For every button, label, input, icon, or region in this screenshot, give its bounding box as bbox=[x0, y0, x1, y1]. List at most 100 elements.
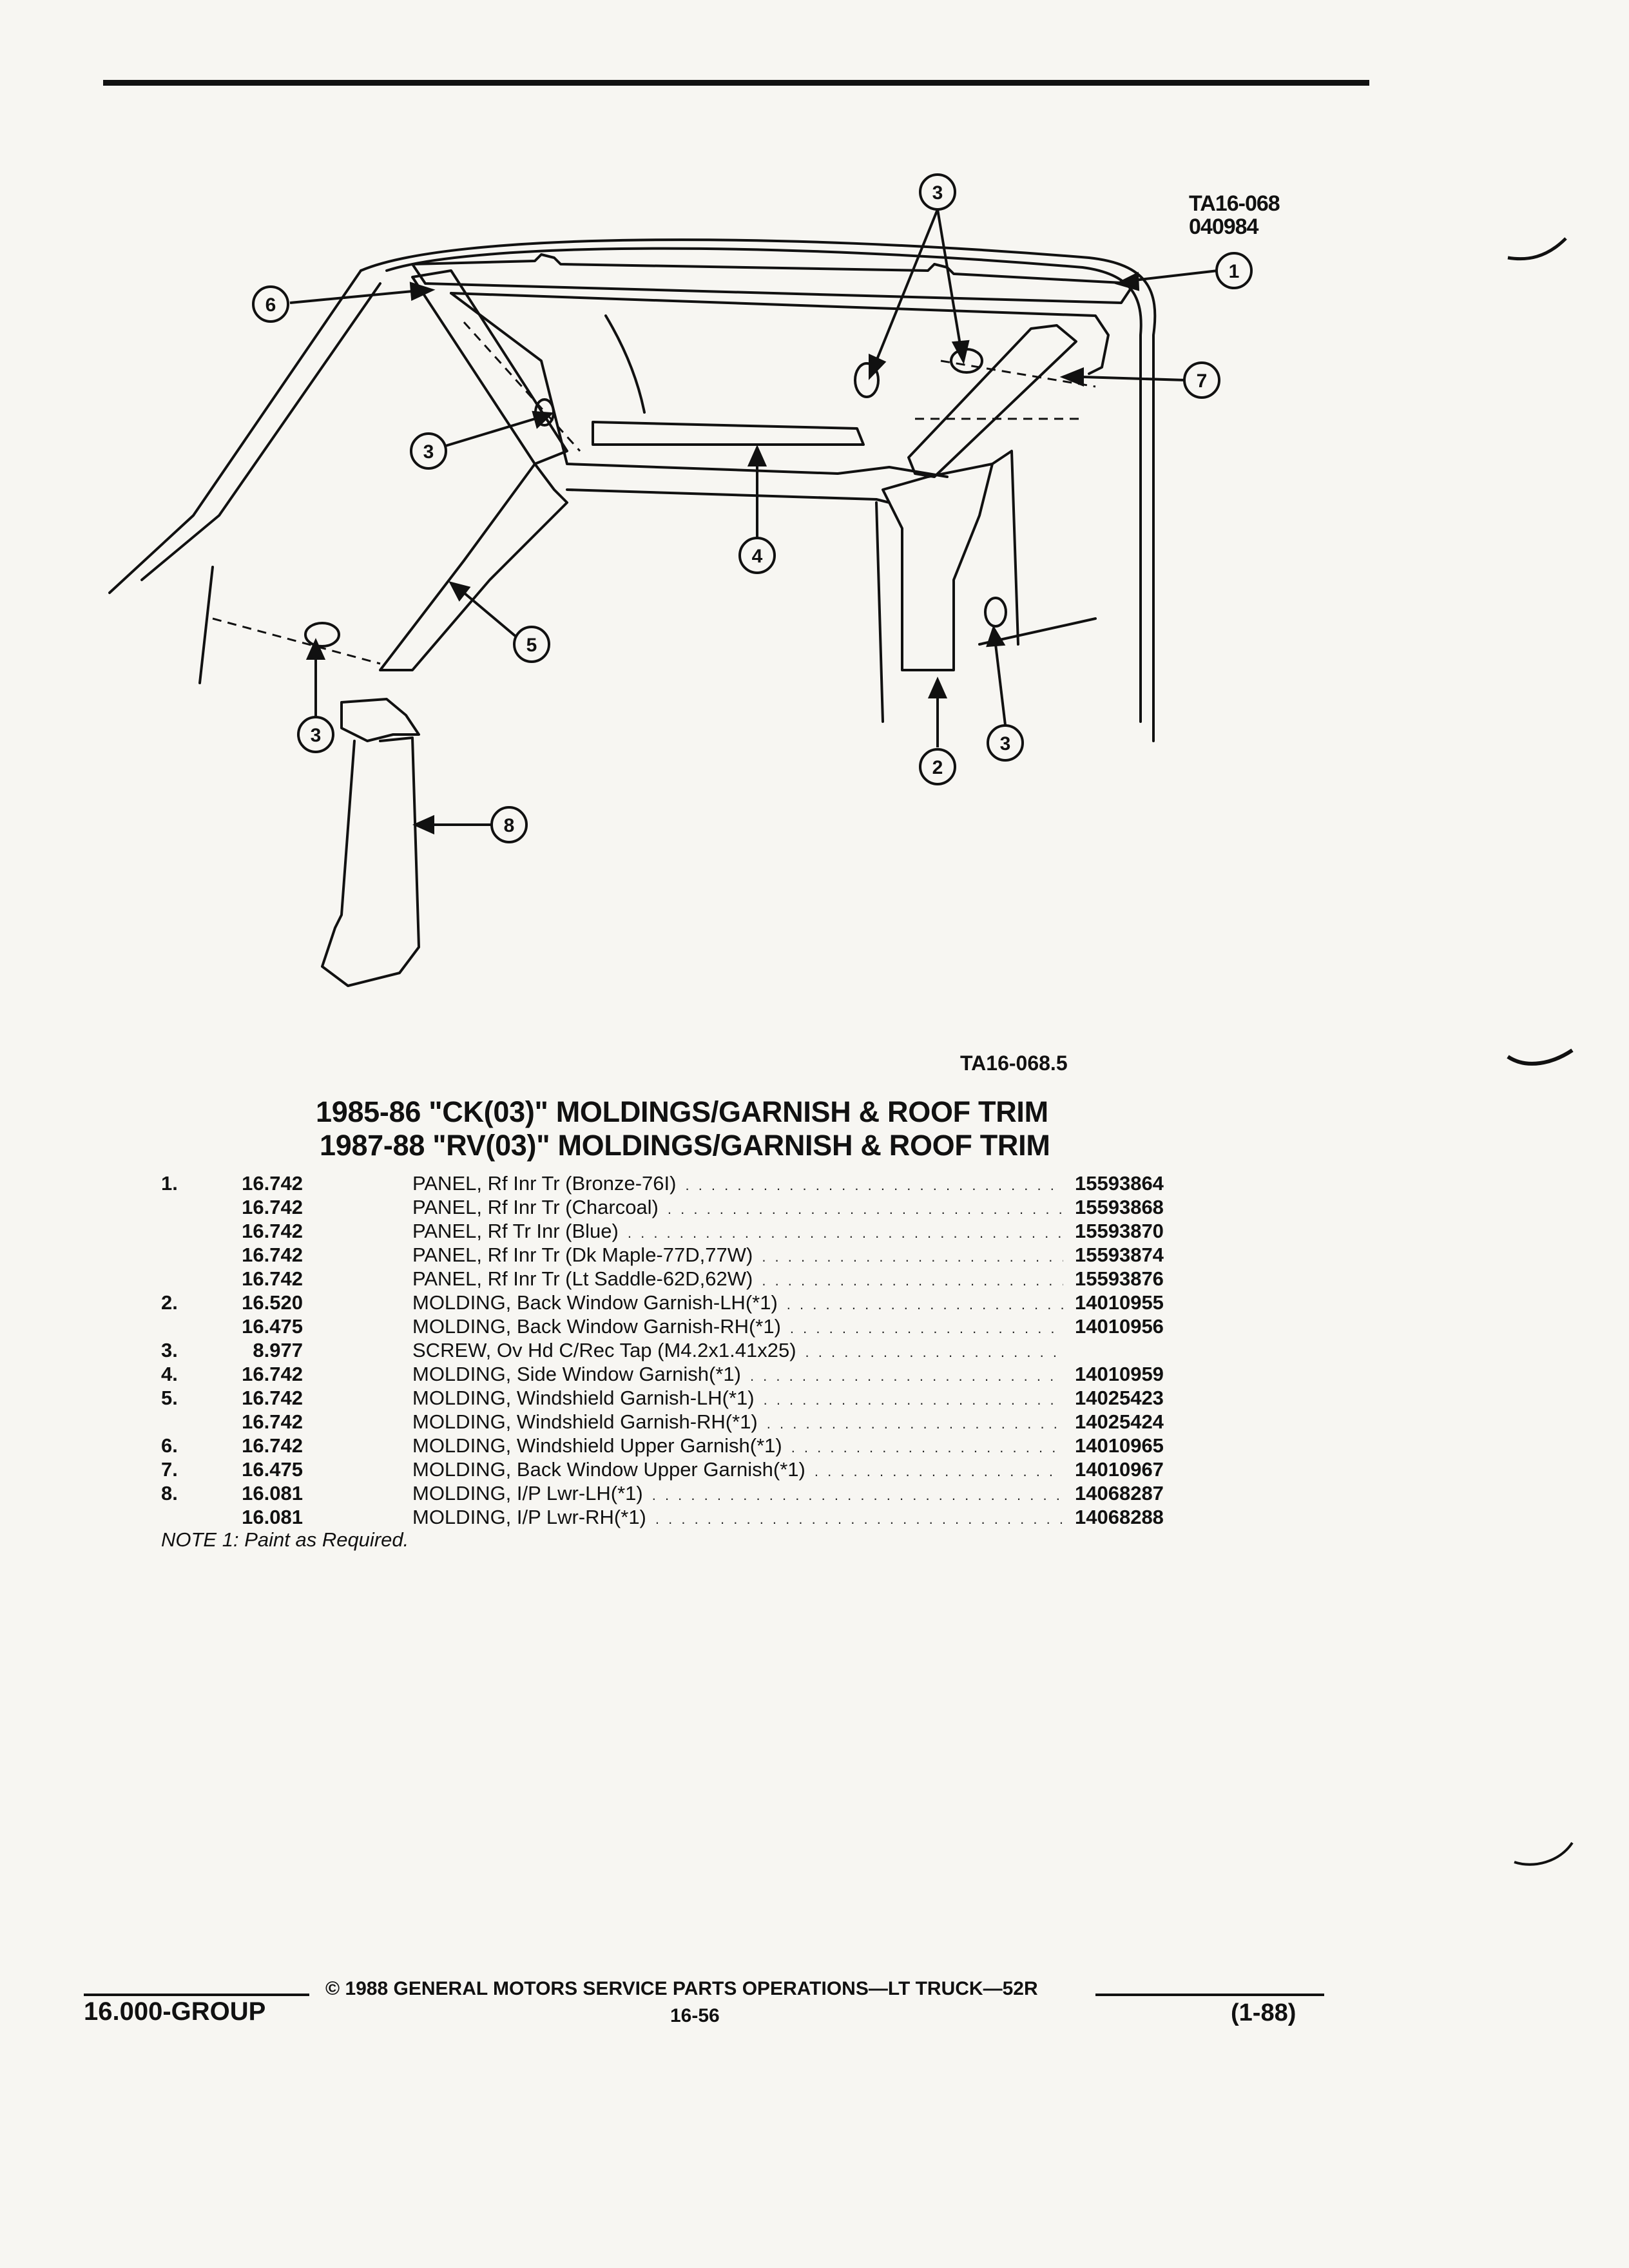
callout-3 bbox=[919, 173, 956, 211]
group-code: 16.742 bbox=[242, 1172, 303, 1195]
pillar-line bbox=[875, 501, 884, 723]
leader-dots: . . . . . . . . . . . . . . . . . . . . … bbox=[814, 1463, 1063, 1479]
cab-outline bbox=[140, 282, 381, 581]
item-number: 7. bbox=[161, 1458, 178, 1481]
group-code: 16.081 bbox=[242, 1482, 303, 1504]
scan-mark bbox=[1507, 1048, 1574, 1066]
diagram-code-date: 040984 bbox=[1189, 215, 1258, 239]
part-name: PANEL, bbox=[412, 1196, 482, 1218]
group-code: 16.742 bbox=[242, 1410, 303, 1433]
page-title: 1985-86 "CK(03)" MOLDINGS/GARNISH & ROOF… bbox=[316, 1095, 1050, 1162]
screw bbox=[304, 622, 340, 648]
parts-row: 16.742 MOLDING, Windshield Garnish-RH(*1)… bbox=[161, 1410, 1211, 1434]
windshield-garnish bbox=[379, 463, 568, 671]
callout-label: 3 bbox=[1000, 733, 1011, 754]
leader-dots: . . . . . . . . . . . . . . . . . . . . … bbox=[763, 1392, 1063, 1408]
callout-label: 8 bbox=[504, 815, 515, 836]
hidden-line bbox=[212, 617, 381, 665]
part-detail: Back Window Garnish-LH(*1) bbox=[516, 1291, 778, 1314]
footer-rule-right bbox=[1095, 1994, 1324, 1996]
screw bbox=[950, 348, 983, 374]
cab-outline bbox=[198, 566, 214, 684]
item-number: 6. bbox=[161, 1434, 178, 1457]
group-code: 16.520 bbox=[242, 1291, 303, 1314]
part-number: 14010956 bbox=[1075, 1315, 1164, 1338]
cab-outline bbox=[360, 238, 1157, 742]
ip-lower-molding bbox=[321, 736, 420, 987]
windshield-upper-garnish bbox=[411, 269, 568, 465]
item-number: 8. bbox=[161, 1482, 178, 1504]
part-description: MOLDING, Back Window Garnish-LH(*1). . .… bbox=[412, 1291, 1063, 1316]
callout-8 bbox=[490, 806, 528, 843]
screw bbox=[854, 362, 880, 398]
leader-dots: . . . . . . . . . . . . . . . . . . . . … bbox=[655, 1511, 1063, 1527]
leader-dots: . . . . . . . . . . . . . . . . . . . . … bbox=[627, 1225, 1063, 1241]
part-detail: Rf Inr Tr (Charcoal) bbox=[487, 1196, 659, 1218]
part-detail: Rf Tr Inr (Blue) bbox=[487, 1220, 619, 1242]
part-detail: Side Window Garnish(*1) bbox=[516, 1363, 741, 1385]
callout-3 bbox=[410, 432, 447, 470]
group-code: 16.742 bbox=[242, 1196, 303, 1218]
part-number: 15593864 bbox=[1075, 1172, 1164, 1195]
part-name: PANEL, bbox=[412, 1220, 482, 1242]
hidden-line bbox=[463, 321, 581, 452]
part-name: MOLDING, bbox=[412, 1291, 512, 1314]
part-number: 15593868 bbox=[1075, 1196, 1164, 1218]
part-number: 14025424 bbox=[1075, 1410, 1164, 1433]
leader-dots: . . . . . . . . . . . . . . . . . . . . … bbox=[685, 1177, 1063, 1193]
diagram-code: TA16-068 040984 bbox=[1189, 192, 1280, 238]
parts-row: 16.742 PANEL, Rf Inr Tr (Dk Maple-77D,77W… bbox=[161, 1243, 1211, 1267]
part-name: MOLDING, bbox=[412, 1363, 512, 1385]
callout-6 bbox=[252, 285, 289, 323]
roof-panel bbox=[450, 292, 1110, 375]
callout-2 bbox=[919, 748, 956, 785]
callout-4 bbox=[738, 537, 776, 574]
leader-dots: . . . . . . . . . . . . . . . . . . . . … bbox=[651, 1487, 1063, 1503]
leader-dots: . . . . . . . . . . . . . . . . . . . . … bbox=[762, 1273, 1063, 1289]
part-name: SCREW, bbox=[412, 1339, 492, 1361]
callout-label: 6 bbox=[265, 294, 276, 316]
pillar-line bbox=[991, 450, 1019, 646]
part-description: PANEL, Rf Inr Tr (Lt Saddle-62D,62W). . … bbox=[412, 1267, 1063, 1293]
item-number: 2. bbox=[161, 1291, 178, 1314]
part-number: 15593870 bbox=[1075, 1220, 1164, 1242]
part-detail: Rf Inr Tr (Dk Maple-77D,77W) bbox=[487, 1244, 753, 1266]
part-name: PANEL, bbox=[412, 1244, 482, 1266]
part-name: MOLDING, bbox=[412, 1458, 512, 1481]
part-detail: I/P Lwr-RH(*1) bbox=[516, 1506, 646, 1528]
part-name: MOLDING, bbox=[412, 1506, 512, 1528]
part-number: 15593874 bbox=[1075, 1244, 1164, 1266]
part-description: MOLDING, Windshield Garnish-RH(*1). . . … bbox=[412, 1410, 1063, 1436]
group-code: 16.742 bbox=[242, 1244, 303, 1266]
part-detail: I/P Lwr-LH(*1) bbox=[516, 1482, 643, 1504]
item-number: 1. bbox=[161, 1172, 178, 1195]
part-description: PANEL, Rf Tr Inr (Blue) . . . . . . . . .… bbox=[412, 1219, 1063, 1245]
part-detail: Rf Inr Tr (Bronze-76I) bbox=[487, 1172, 677, 1195]
scan-mark bbox=[1507, 237, 1567, 261]
part-description: MOLDING, Back Window Upper Garnish(*1). … bbox=[412, 1457, 1063, 1483]
part-detail: Windshield Upper Garnish(*1) bbox=[516, 1434, 782, 1457]
page-number: 16-56 bbox=[670, 2005, 720, 2026]
part-number: 14010965 bbox=[1075, 1434, 1164, 1457]
callout-label: 3 bbox=[423, 441, 434, 463]
callout-7 bbox=[1183, 361, 1220, 399]
group-code: 16.742 bbox=[242, 1267, 303, 1290]
part-detail: Ov Hd C/Rec Tap (M4.2x1.41x25) bbox=[496, 1339, 796, 1361]
part-description: MOLDING, Side Window Garnish(*1). . . . … bbox=[412, 1362, 1063, 1388]
group-code: 16.081 bbox=[242, 1506, 303, 1528]
leader-dots: . . . . . . . . . . . . . . . . . . . . … bbox=[667, 1201, 1063, 1217]
part-name: PANEL, bbox=[412, 1172, 482, 1195]
part-description: MOLDING, Windshield Garnish-LH(*1). . . … bbox=[412, 1386, 1063, 1412]
group-code: 8.977 bbox=[253, 1339, 303, 1361]
part-detail: Back Window Garnish-RH(*1) bbox=[516, 1315, 781, 1338]
group-code: 16.742 bbox=[242, 1434, 303, 1457]
diagram-code-bottom: TA16-068.5 bbox=[960, 1052, 1068, 1075]
item-number: 5. bbox=[161, 1387, 178, 1409]
title-line: 1985-86 "CK(03)" MOLDINGS/GARNISH & ROOF… bbox=[316, 1095, 1048, 1128]
part-number: 14010955 bbox=[1075, 1291, 1164, 1314]
paint-note: NOTE 1: Paint as Required. bbox=[161, 1528, 409, 1551]
